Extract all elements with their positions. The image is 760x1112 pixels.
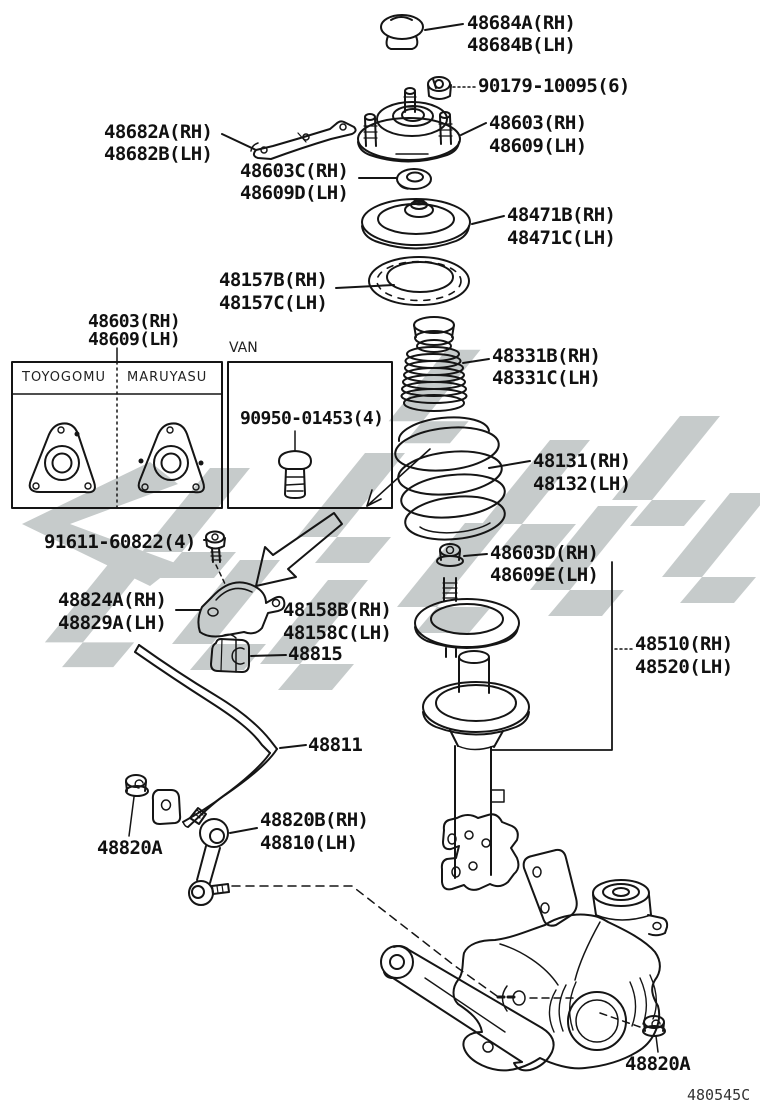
part-label-48471c: 48471C(LH) <box>507 227 616 249</box>
part-label-48810: 48810(LH) <box>260 832 358 854</box>
diagram-code: 480545C <box>687 1086 751 1104</box>
part-label-48157b: 48157B(RH) <box>219 269 328 291</box>
steering-knuckle-drawing <box>380 848 669 1072</box>
box-heading-48603: 48603(RH) <box>88 311 181 332</box>
part-label-48609: 48609(LH) <box>489 135 587 157</box>
van-box-title: VAN <box>229 340 258 356</box>
supplier-header-maruyasu: MARUYASU <box>127 370 208 385</box>
part-label-48158c: 48158C(LH) <box>283 622 392 644</box>
supplier-header-toyogomu: TOYOGOMU <box>22 370 106 385</box>
stabilizer-bracket-drawing <box>175 581 286 638</box>
box-heading-48609: 48609(LH) <box>88 329 181 350</box>
supplier-comparison-box <box>11 347 223 509</box>
shock-absorber-drawing <box>414 561 633 891</box>
part-label-48603: 48603(RH) <box>489 112 587 134</box>
part-label-48603c: 48603C(RH) <box>240 160 349 182</box>
part-label-48609d: 48609D(LH) <box>240 182 349 204</box>
part-label-48684b: 48684B(LH) <box>467 34 576 56</box>
part-label-48684a: 48684A(RH) <box>467 12 576 34</box>
stabilizer-nut-left-drawing <box>125 774 149 837</box>
part-label-48131: 48131(RH) <box>533 450 631 472</box>
part-label-48510: 48510(RH) <box>635 633 733 655</box>
front-suspension-brace-drawing <box>221 120 357 160</box>
dust-boot-drawing <box>400 316 490 412</box>
part-label-48132: 48132(LH) <box>533 473 631 495</box>
part-label-48158b: 48158B(RH) <box>283 599 392 621</box>
support-washer-drawing <box>358 168 432 190</box>
support-nut-drawing <box>427 76 477 100</box>
part-label-48682a: 48682A(RH) <box>104 121 213 143</box>
part-label-91611: 91611-60822(4) <box>44 531 196 553</box>
part-label-48829a: 48829A(LH) <box>58 612 167 634</box>
part-label-90179: 90179-10095(6) <box>478 75 630 97</box>
stabilizer-bar-drawing <box>134 644 307 828</box>
part-label-48520: 48520(LH) <box>635 656 733 678</box>
part-label-48609e: 48609E(LH) <box>490 564 599 586</box>
bar-end-bracket-drawing <box>151 789 182 825</box>
bracket-bolt-drawing <box>203 530 227 587</box>
stabilizer-bushing-drawing <box>210 633 287 673</box>
link-nut-bottom-drawing <box>642 1015 666 1053</box>
suspension-support-cap-drawing <box>380 14 464 50</box>
strut-support-drawing <box>357 87 487 163</box>
part-label-48824a: 48824A(RH) <box>58 589 167 611</box>
van-option-box <box>227 361 393 509</box>
link-to-knuckle-dashed-line <box>231 885 641 1028</box>
part-label-48331c: 48331C(LH) <box>492 367 601 389</box>
part-label-48820b: 48820B(RH) <box>260 809 369 831</box>
part-label-48820a-bottom: 48820A <box>625 1053 691 1075</box>
part-label-48682b: 48682B(LH) <box>104 143 213 165</box>
part-label-90950: 90950-01453(4) <box>240 408 384 429</box>
part-label-48157c: 48157C(LH) <box>219 292 328 314</box>
part-label-48331b: 48331B(RH) <box>492 345 601 367</box>
spring-seat-drawing <box>361 198 505 250</box>
part-label-48471b: 48471B(RH) <box>507 204 616 226</box>
coil-spring-drawing <box>394 416 531 541</box>
assembly-direction-arrow <box>255 448 431 587</box>
spring-insulator-drawing <box>335 256 470 306</box>
part-label-48815: 48815 <box>288 643 343 665</box>
lower-support-nut-drawing <box>436 543 488 567</box>
part-label-48811: 48811 <box>308 734 363 756</box>
part-label-48603d: 48603D(RH) <box>490 542 599 564</box>
part-label-48820a-left: 48820A <box>97 837 163 859</box>
stabilizer-link-drawing <box>188 807 258 906</box>
